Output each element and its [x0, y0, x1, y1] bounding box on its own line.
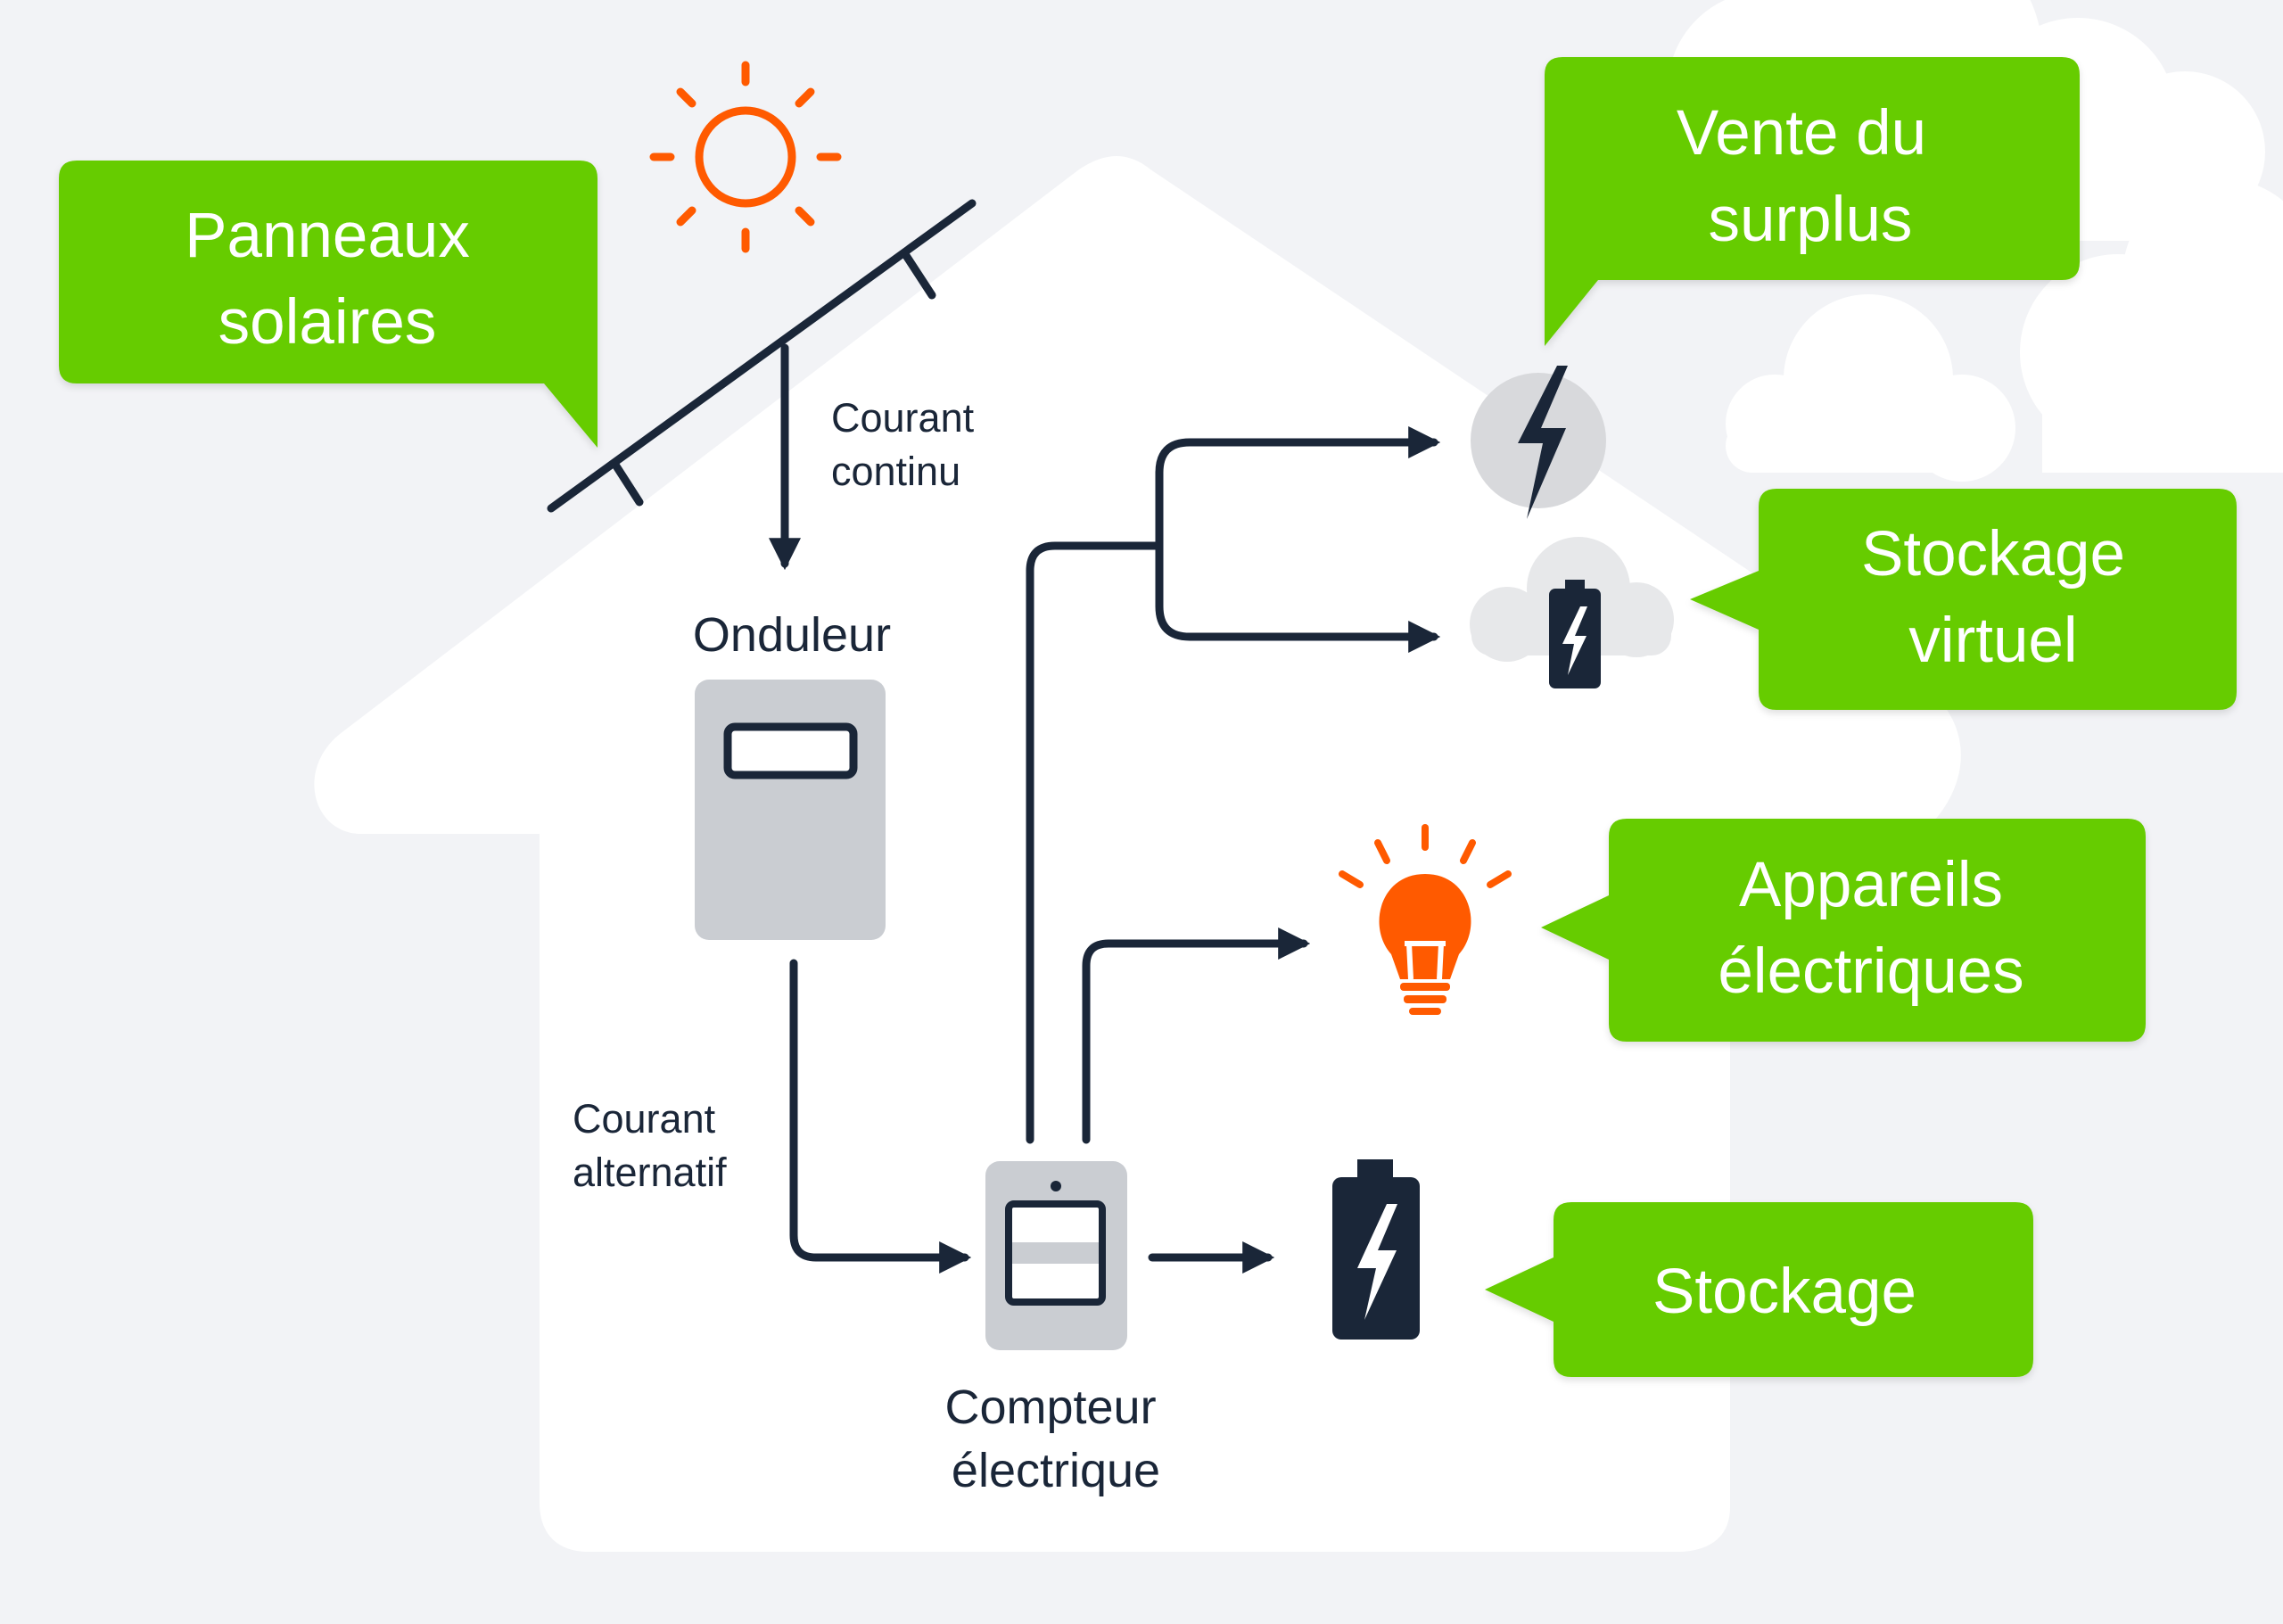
appliance-arrow: [1082, 927, 1311, 1144]
svg-text:Stockage: Stockage: [1861, 519, 2125, 589]
meter-label: Compteur électrique: [944, 1381, 1160, 1497]
connector-lines: [769, 343, 1441, 1274]
cloud-battery-icon: [1470, 537, 1674, 688]
svg-text:Courant: Courant: [831, 395, 975, 441]
dc-current-label: Courant continu: [831, 395, 975, 494]
sun-icon: [649, 61, 842, 253]
svg-text:solaires: solaires: [218, 287, 437, 358]
svg-text:virtuel: virtuel: [1908, 606, 2077, 676]
callout-appliances: Appareils électriques: [1541, 819, 2146, 1042]
svg-text:alternatif: alternatif: [573, 1150, 727, 1195]
svg-text:Appareils: Appareils: [1739, 850, 2003, 920]
svg-text:surplus: surplus: [1709, 185, 1913, 255]
ac-arrow: [789, 959, 972, 1274]
callout-storage: Stockage: [1485, 1202, 2033, 1377]
callout-sale: Vente du surplus: [1545, 57, 2080, 346]
svg-text:Vente du: Vente du: [1677, 98, 1926, 169]
solar-panel-icon: [547, 199, 977, 513]
meter-up-line: [1026, 541, 1164, 1144]
branch-line: [1155, 426, 1441, 477]
cloud-icon: [2020, 178, 2283, 473]
svg-text:électrique: électrique: [952, 1444, 1160, 1497]
svg-text:Stockage: Stockage: [1652, 1257, 1916, 1327]
light-bulb-icon: [1339, 824, 1512, 1015]
svg-text:Panneaux: Panneaux: [185, 201, 470, 271]
svg-text:continu: continu: [831, 449, 960, 494]
callout-panels: Panneaux solaires: [59, 161, 598, 448]
meter-icon: [985, 1161, 1127, 1350]
inverter-label: Onduleur: [693, 608, 891, 662]
callout-virtual-storage: Stockage virtuel: [1690, 489, 2237, 710]
inverter-icon: [695, 680, 886, 940]
svg-text:Courant: Courant: [573, 1096, 716, 1142]
svg-text:Compteur: Compteur: [944, 1381, 1156, 1434]
svg-text:électriques: électriques: [1718, 936, 2023, 1007]
ac-current-label: Courant alternatif: [573, 1096, 727, 1195]
cloud-icon: [1726, 294, 2015, 482]
lightning-icon: [1471, 366, 1606, 519]
battery-icon: [1332, 1159, 1420, 1340]
branch-line: [1155, 468, 1441, 653]
background-clouds: [1668, 0, 2283, 482]
